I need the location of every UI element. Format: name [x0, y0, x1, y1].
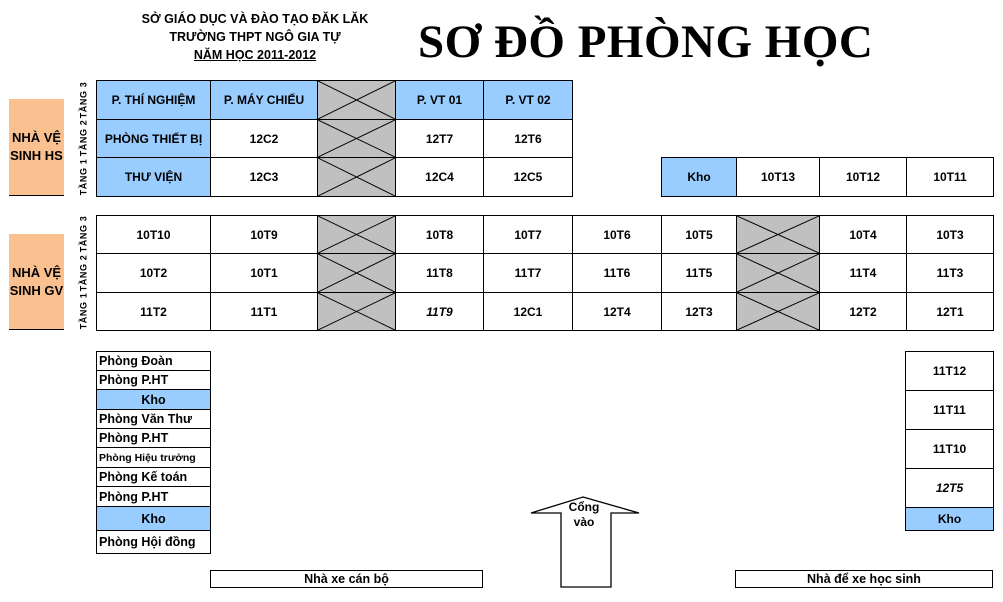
room-12t5[interactable]: 12T5: [905, 468, 994, 508]
room-storage-admin-1[interactable]: Kho: [96, 389, 211, 410]
floor-label-2-b: TẦNG 2: [78, 254, 89, 291]
stairwell: [317, 80, 396, 120]
cross-icon: [737, 254, 819, 292]
room-11t11[interactable]: 11T11: [905, 390, 994, 430]
floor-label-1-b: TẦNG 1: [78, 292, 89, 330]
room-10t5[interactable]: 10T5: [661, 215, 737, 254]
page-title: SƠ ĐỒ PHÒNG HỌC: [418, 16, 874, 68]
toilet-teachers: NHÀ VỆ SINH GV: [9, 234, 64, 330]
stairwell: [317, 157, 396, 197]
room-10t4[interactable]: 10T4: [819, 215, 907, 254]
school-year: NĂM HỌC 2011-2012: [193, 48, 317, 62]
room-storage[interactable]: Kho: [661, 157, 737, 197]
toilet-students: NHÀ VỆ SINH HS: [9, 99, 64, 196]
cross-icon: [318, 120, 395, 157]
stairwell: [317, 253, 396, 293]
department-name: SỞ GIÁO DỤC VÀ ĐÀO TẠO ĐĂK LĂK: [141, 12, 369, 26]
room-10t1[interactable]: 10T1: [210, 253, 318, 293]
room-10t3[interactable]: 10T3: [906, 215, 994, 254]
room-11t4[interactable]: 11T4: [819, 253, 907, 293]
cross-icon: [318, 254, 395, 292]
room-equipment[interactable]: PHÒNG THIẾT BỊ: [96, 119, 211, 158]
room-11t8[interactable]: 11T8: [395, 253, 484, 293]
room-lab[interactable]: P. THÍ NGHIỆM: [96, 80, 211, 120]
floor-label-1-a: TẦNG 1: [78, 158, 89, 195]
room-11t10[interactable]: 11T10: [905, 429, 994, 469]
room-storage-admin-2[interactable]: Kho: [96, 506, 211, 531]
cross-icon: [318, 81, 395, 119]
stairwell: [317, 215, 396, 254]
room-clerical[interactable]: Phòng Văn Thư: [96, 409, 211, 429]
room-storage-right[interactable]: Kho: [905, 507, 994, 531]
room-vice-principal-3[interactable]: Phòng P.HT: [96, 486, 211, 507]
room-11t1[interactable]: 11T1: [210, 292, 318, 331]
room-principal[interactable]: Phòng Hiệu trưởng: [96, 447, 211, 468]
room-library[interactable]: THƯ VIỆN: [96, 157, 211, 197]
stairwell: [317, 292, 396, 331]
stairwell: [317, 119, 396, 158]
room-12c2[interactable]: 12C2: [210, 119, 318, 158]
room-11t7[interactable]: 11T7: [483, 253, 573, 293]
room-vice-principal-1[interactable]: Phòng P.HT: [96, 370, 211, 390]
floor-label-3-a: TẦNG 3: [78, 81, 89, 118]
parking-staff[interactable]: Nhà xe cán bộ: [210, 570, 483, 588]
room-accounting[interactable]: Phòng Kế toán: [96, 467, 211, 487]
cross-icon: [318, 293, 395, 330]
floor-label-3-b: TẦNG 3: [78, 215, 89, 253]
room-11t3[interactable]: 11T3: [906, 253, 994, 293]
floor-label-2-a: TẦNG 2: [78, 119, 89, 157]
room-12c5[interactable]: 12C5: [483, 157, 573, 197]
stairwell: [736, 292, 820, 331]
room-10t8[interactable]: 10T8: [395, 215, 484, 254]
room-11t2[interactable]: 11T2: [96, 292, 211, 331]
room-12t3[interactable]: 12T3: [661, 292, 737, 331]
room-12t4[interactable]: 12T4: [572, 292, 662, 331]
cross-icon: [318, 216, 395, 253]
room-10t6[interactable]: 10T6: [572, 215, 662, 254]
room-vt02[interactable]: P. VT 02: [483, 80, 573, 120]
stairwell: [736, 215, 820, 254]
header-block: SỞ GIÁO DỤC VÀ ĐÀO TẠO ĐĂK LĂK TRƯỜNG TH…: [95, 10, 415, 64]
room-vt01[interactable]: P. VT 01: [395, 80, 484, 120]
room-10t13[interactable]: 10T13: [736, 157, 820, 197]
cross-icon: [318, 158, 395, 196]
gate-arrow-icon: [530, 496, 640, 588]
room-11t9[interactable]: 11T9: [395, 292, 484, 331]
room-vice-principal-2[interactable]: Phòng P.HT: [96, 428, 211, 448]
parking-students[interactable]: Nhà để xe học sinh: [735, 570, 993, 588]
room-12t2[interactable]: 12T2: [819, 292, 907, 331]
room-youth-union[interactable]: Phòng Đoàn: [96, 351, 211, 371]
room-11t12[interactable]: 11T12: [905, 351, 994, 391]
room-12t7[interactable]: 12T7: [395, 119, 484, 158]
room-10t10[interactable]: 10T10: [96, 215, 211, 254]
room-10t7[interactable]: 10T7: [483, 215, 573, 254]
room-12c1[interactable]: 12C1: [483, 292, 573, 331]
room-council[interactable]: Phòng Hội đồng: [96, 530, 211, 554]
room-11t5[interactable]: 11T5: [661, 253, 737, 293]
room-10t12[interactable]: 10T12: [819, 157, 907, 197]
room-12c4[interactable]: 12C4: [395, 157, 484, 197]
room-12t1[interactable]: 12T1: [906, 292, 994, 331]
cross-icon: [737, 293, 819, 330]
cross-icon: [737, 216, 819, 253]
stairwell: [736, 253, 820, 293]
room-10t11[interactable]: 10T11: [906, 157, 994, 197]
room-projector[interactable]: P. MÁY CHIẾU: [210, 80, 318, 120]
room-10t2[interactable]: 10T2: [96, 253, 211, 293]
school-name: TRƯỜNG THPT NGÔ GIA TỰ: [169, 30, 341, 44]
room-11t6[interactable]: 11T6: [572, 253, 662, 293]
room-12t6[interactable]: 12T6: [483, 119, 573, 158]
room-10t9[interactable]: 10T9: [210, 215, 318, 254]
gate-label: Cổng vào: [568, 500, 600, 529]
room-12c3[interactable]: 12C3: [210, 157, 318, 197]
